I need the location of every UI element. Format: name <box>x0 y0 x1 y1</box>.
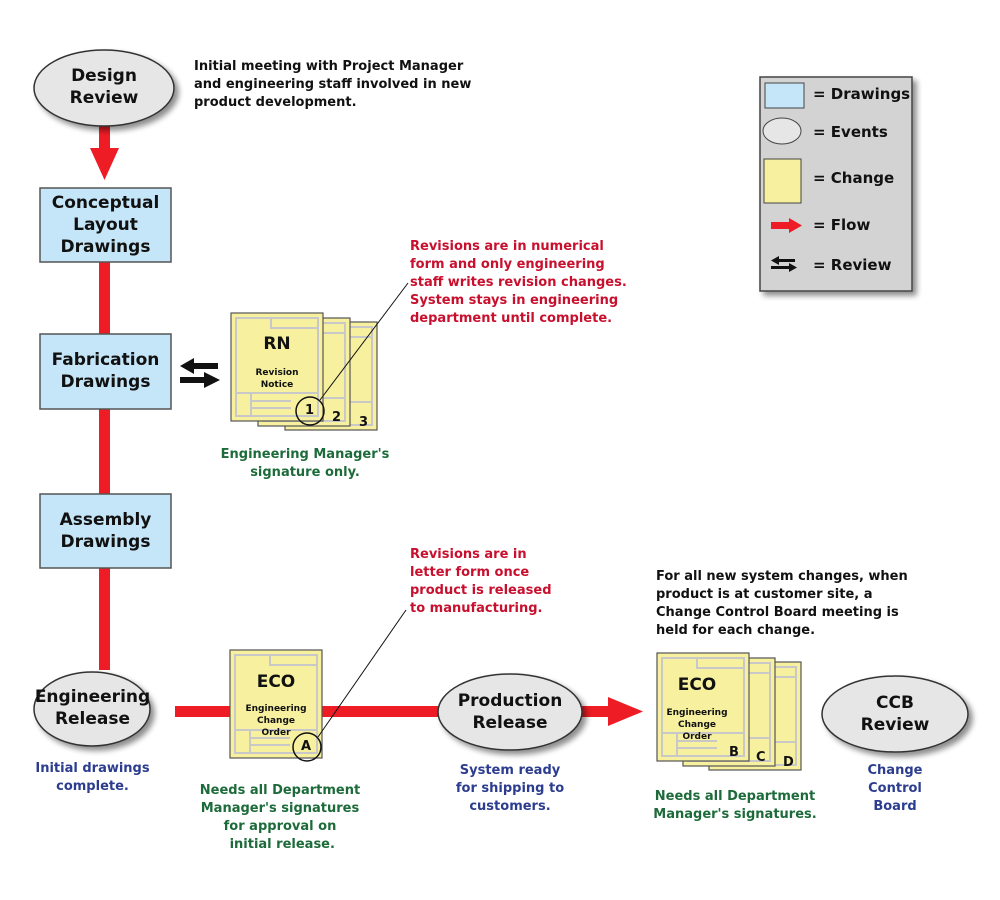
engineering-release-label: Engineering Release <box>34 687 151 729</box>
eco-subtitle: Engineering Change Order <box>245 704 307 738</box>
flow-arrowhead <box>90 148 119 180</box>
eco-stack-signature-note: Needs all Department Manager's signature… <box>653 789 817 822</box>
eco-revision-c: C <box>756 750 766 765</box>
rn-signature-note: Engineering Manager's signature only. <box>220 447 390 480</box>
rn-revision-1: 1 <box>305 403 315 418</box>
assembly-label: Assembly Drawings <box>59 510 152 552</box>
flow-segment <box>99 408 110 496</box>
review-arrows-icon <box>180 358 220 388</box>
drawing-assembly[interactable] <box>39 493 172 569</box>
revision-marker-circle <box>295 396 325 426</box>
rn-revision-2: 2 <box>332 410 342 425</box>
flow-segment <box>175 706 231 717</box>
flow-segment <box>320 706 444 717</box>
fabrication-label: Fabrication Drawings <box>51 350 160 392</box>
flow-arrowhead <box>608 697 643 726</box>
legend-label-change: = Change <box>813 169 895 187</box>
legend-change-swatch <box>763 158 802 204</box>
legend-label-events: = Events <box>813 123 888 141</box>
event-engineering-release[interactable] <box>33 671 151 747</box>
event-ccb-review[interactable] <box>821 675 969 753</box>
flow-segment <box>580 706 610 717</box>
event-production-release[interactable] <box>437 673 583 751</box>
design-review-label: Design Review <box>69 66 139 108</box>
flow-lines <box>90 118 643 726</box>
ccb-note: For all new system changes, when product… <box>656 569 908 638</box>
design-review-note: Initial meeting with Project Manager and… <box>194 59 472 110</box>
eco-stack-title: ECO <box>677 675 717 695</box>
rn-title: RN <box>263 334 291 354</box>
leader-line-letter <box>317 609 407 738</box>
numeric-revisions-note: Revisions are in numerical form and only… <box>410 239 627 326</box>
eco-revision-b: B <box>729 745 739 760</box>
leader-line-numeric <box>319 282 409 401</box>
legend-drawing-swatch <box>764 82 805 109</box>
eco-signature-note: Needs all Department Manager's signature… <box>199 783 361 852</box>
revision-marker-circle <box>292 732 322 762</box>
drawing-fabrication[interactable] <box>39 333 172 410</box>
eco-revision-d: D <box>783 755 794 770</box>
flow-segment <box>99 260 110 336</box>
eco-stack-subtitle: Engineering Change Order <box>666 708 728 742</box>
flow-segment <box>99 566 110 670</box>
conceptual-layout-label: Conceptual Layout Drawings <box>51 193 160 257</box>
eco-document[interactable] <box>229 649 323 762</box>
ccb-review-label: CCB Review <box>860 693 930 735</box>
production-release-note: System ready for shipping to customers. <box>455 763 565 814</box>
rn-subtitle: Revision Notice <box>255 368 299 390</box>
production-release-label: Production Release <box>457 691 563 733</box>
ccb-caption: Change Control Board <box>867 763 923 814</box>
drawing-conceptual-layout[interactable] <box>39 187 172 263</box>
legend-box <box>759 76 913 292</box>
legend-flow-arrow-icon <box>771 218 802 233</box>
event-design-review[interactable] <box>33 49 175 127</box>
flow-segment <box>99 118 110 150</box>
rn-revision-3: 3 <box>359 415 369 430</box>
legend-label-review: = Review <box>813 256 892 274</box>
eco-title: ECO <box>256 672 296 692</box>
legend-event-swatch <box>762 117 802 145</box>
legend-label-drawings: = Drawings <box>813 85 911 103</box>
revision-notice-stack[interactable] <box>230 312 378 431</box>
legend-label-flow: = Flow <box>813 216 871 234</box>
letter-revisions-note: Revisions are in letter form once produc… <box>410 547 552 616</box>
eco-revision-a: A <box>301 739 312 754</box>
engineering-release-note: Initial drawings complete. <box>35 761 150 794</box>
legend-review-arrows-icon <box>771 256 797 272</box>
